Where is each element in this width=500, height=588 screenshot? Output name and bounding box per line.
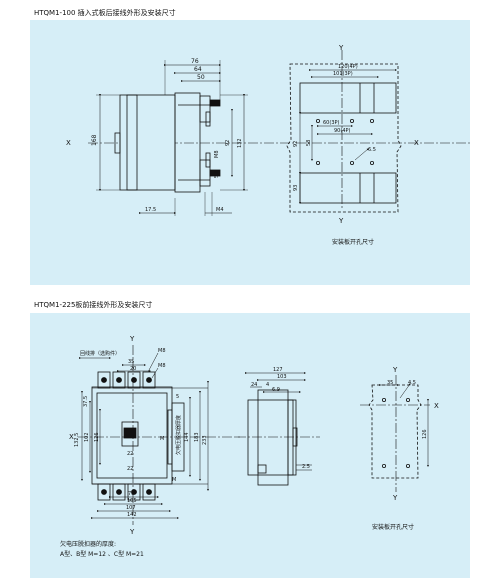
bottom-cutout-dim-126: 126 — [422, 429, 428, 439]
side-dim-4: 4 — [266, 382, 269, 388]
front-dim-20: 20 — [130, 366, 136, 372]
dim-92: 92 — [225, 140, 231, 146]
bottom-cutout-axis-y-bottom: Y — [392, 494, 398, 502]
note-line-1: 欠电压脱扣器的厚度: — [60, 540, 116, 548]
front-dim-126: 126 — [94, 432, 100, 442]
top-axis-x-right: X — [414, 139, 419, 147]
front-dim-233: 233 — [202, 435, 208, 445]
dim-5-5: 5.5 — [214, 170, 220, 178]
dim-m4: M4 — [216, 207, 224, 213]
front-dim-107: 107 — [126, 505, 136, 511]
cutout-dim-101-3p: 101(3P) — [333, 71, 353, 77]
bottom-cutout-dim-4-5: 4.5 — [408, 380, 416, 386]
note-line-2: A型、B型 M=12 、C型 M=21 — [60, 550, 144, 558]
front-dim-m: M — [160, 436, 164, 442]
front-label-box: 回线排（选购件） — [80, 350, 120, 357]
bottom-cutout-axis-x-right: X — [434, 402, 439, 410]
dim-132: 132 — [237, 138, 243, 148]
top-title: HTQM1-100 插入式板后接线外形及安装尺寸 — [34, 9, 176, 17]
dim-50: 50 — [197, 74, 205, 81]
dim-64: 64 — [194, 66, 202, 73]
cutout-dim-60-3p: 60(3P) — [323, 120, 340, 126]
dim-m8: M8 — [214, 151, 220, 159]
front-dim-37-5: 37.5 — [83, 396, 89, 407]
front-side-label: 欠电压脱扣器厚度 — [175, 415, 182, 455]
side-dim-127: 127 — [273, 367, 283, 373]
front-dim-102: 102 — [84, 432, 90, 442]
front-dim-142: 142 — [127, 512, 137, 518]
cutout-dim-120-4p: 120(4P) — [338, 64, 358, 70]
bottom-title: HTQM1-225板前接线外形及安装尺寸 — [34, 301, 153, 309]
bottom-side-view — [236, 372, 320, 486]
dim-17-5: 17.5 — [145, 207, 156, 213]
side-dim-2-5: 2.5 — [302, 464, 310, 470]
top-axis-y-top: Y — [338, 44, 344, 52]
cutout-dim-58: 58 — [306, 140, 312, 146]
front-dim-35: 35 — [128, 359, 134, 365]
cutout-dim-6-5: 6.5 — [368, 147, 376, 153]
side-dim-24: 24 — [251, 382, 257, 388]
bottom-axis-x-left: X — [69, 433, 74, 441]
top-axis-y-bottom: Y — [338, 217, 344, 225]
front-dim-m-2: M — [172, 477, 176, 483]
front-dim-22: 22 — [127, 451, 133, 457]
front-dim-m8-b: M8 — [158, 363, 166, 369]
bottom-axis-y-top: Y — [129, 335, 135, 343]
side-dim-103: 103 — [277, 374, 287, 380]
front-dim-132-5: 132.5 — [74, 433, 80, 447]
front-dim-183: 183 — [194, 432, 200, 442]
bottom-front-view — [78, 345, 240, 525]
top-cutout-caption: 安装板开孔尺寸 — [332, 238, 374, 246]
front-dim-144: 144 — [184, 432, 190, 442]
cutout-dim-93: 93 — [293, 185, 299, 191]
bottom-cutout-caption: 安装板开孔尺寸 — [372, 523, 414, 531]
top-front-view — [88, 60, 470, 216]
top-cutout-view — [286, 50, 402, 213]
front-dim-5: 5 — [176, 394, 179, 400]
bottom-cutout-dim-35: 35 — [387, 380, 393, 386]
bottom-axis-y-bottom: Y — [129, 528, 135, 536]
bottom-cutout-view — [360, 375, 430, 492]
side-dim-6-9: 6.9 — [272, 387, 280, 393]
bottom-cutout-axis-y-top: Y — [392, 366, 398, 374]
front-dim-22-b: 22 — [127, 466, 133, 472]
cutout-dim-92: 92 — [293, 141, 299, 147]
front-dim-70: 70 — [128, 491, 134, 497]
dim-76: 76 — [191, 58, 199, 65]
dim-168: 168 — [91, 134, 98, 146]
cutout-dim-90-4p: 90(4P) — [334, 128, 351, 134]
front-dim-m8-a: M8 — [158, 348, 166, 354]
top-axis-x-left: X — [66, 139, 71, 147]
front-dim-105: 105 — [127, 498, 137, 504]
